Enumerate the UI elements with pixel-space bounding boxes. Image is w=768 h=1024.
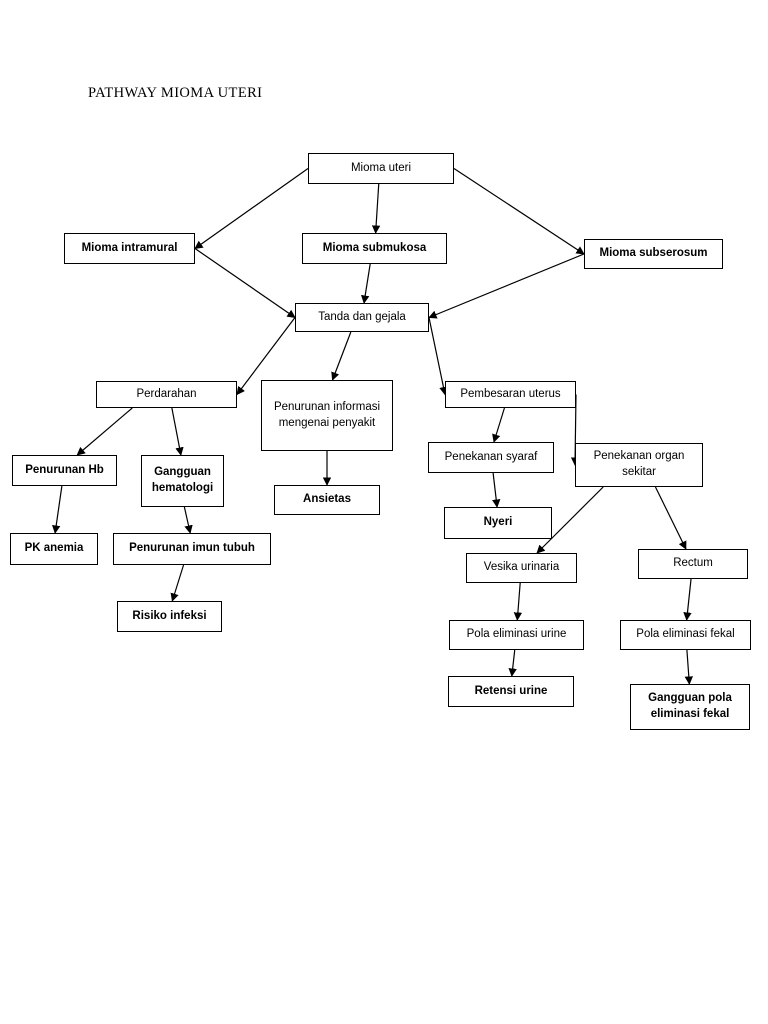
node-vesika-urinaria: Vesika urinaria — [466, 553, 577, 583]
node-risiko-infeksi: Risiko infeksi — [117, 601, 222, 632]
node-rectum: Rectum — [638, 549, 748, 579]
edge-tanda-dan-gejala-to-penurunan-informasi — [331, 331, 352, 381]
node-penekanan-syaraf: Penekanan syaraf — [428, 442, 554, 473]
node-ansietas: Ansietas — [274, 485, 380, 515]
node-pk-anemia: PK anemia — [10, 533, 98, 565]
edge-tanda-dan-gejala-to-pembesaran-uterus — [428, 317, 448, 396]
node-mioma-submukosa: Mioma submukosa — [302, 233, 447, 264]
edge-gangguan-hematologi-to-penurunan-imun-tubuh — [183, 506, 193, 534]
edge-mioma-uteri-to-mioma-intramural — [194, 168, 309, 249]
node-mioma-subserosum: Mioma subserosum — [584, 239, 723, 269]
edge-mioma-submukosa-to-tanda-dan-gejala — [361, 263, 371, 304]
node-penurunan-informasi: Penurunan informasi mengenai penyakit — [261, 380, 393, 451]
node-perdarahan: Perdarahan — [96, 381, 237, 408]
node-pembesaran-uterus: Pembesaran uterus — [445, 381, 576, 408]
edge-pola-eliminasi-fekal-to-gangguan-pola-eliminasi-fekal — [684, 649, 694, 685]
edge-rectum-to-pola-eliminasi-fekal — [683, 578, 692, 621]
edge-penurunan-imun-tubuh-to-risiko-infeksi — [170, 564, 185, 602]
node-penurunan-hb: Penurunan Hb — [12, 455, 117, 486]
page-title: PATHWAY MIOMA UTERI — [88, 85, 263, 101]
node-nyeri: Nyeri — [444, 507, 552, 539]
node-pola-eliminasi-fekal: Pola eliminasi fekal — [620, 620, 751, 650]
edge-penekanan-syaraf-to-nyeri — [492, 472, 501, 508]
edge-mioma-subserosum-to-tanda-dan-gejala — [428, 253, 585, 319]
node-mioma-intramural: Mioma intramural — [64, 233, 195, 264]
node-penurunan-imun-tubuh: Penurunan imun tubuh — [113, 533, 271, 565]
node-retensi-urine: Retensi urine — [448, 676, 574, 707]
edge-penekanan-organ-sekitar-to-rectum — [654, 486, 687, 550]
node-tanda-dan-gejala: Tanda dan gejala — [295, 303, 429, 332]
edge-perdarahan-to-gangguan-hematologi — [171, 407, 184, 456]
edge-perdarahan-to-penurunan-hb — [76, 407, 133, 456]
node-gangguan-pola-eliminasi-fekal: Gangguan pola eliminasi fekal — [630, 684, 750, 730]
node-pola-eliminasi-urine: Pola eliminasi urine — [449, 620, 584, 650]
node-penekanan-organ-sekitar: Penekanan organ sekitar — [575, 443, 703, 487]
node-mioma-uteri: Mioma uteri — [308, 153, 454, 184]
edge-vesika-urinaria-to-pola-eliminasi-urine — [513, 582, 523, 621]
edge-pembesaran-uterus-to-penekanan-syaraf — [492, 407, 505, 443]
edge-pola-eliminasi-urine-to-retensi-urine — [508, 649, 517, 677]
node-gangguan-hematologi: Gangguan hematologi — [141, 455, 224, 507]
edge-penurunan-hb-to-pk-anemia — [52, 485, 63, 534]
edge-mioma-uteri-to-mioma-subserosum — [453, 167, 585, 255]
edge-mioma-intramural-to-tanda-dan-gejala — [194, 248, 296, 318]
edge-mioma-uteri-to-mioma-submukosa — [371, 183, 381, 234]
